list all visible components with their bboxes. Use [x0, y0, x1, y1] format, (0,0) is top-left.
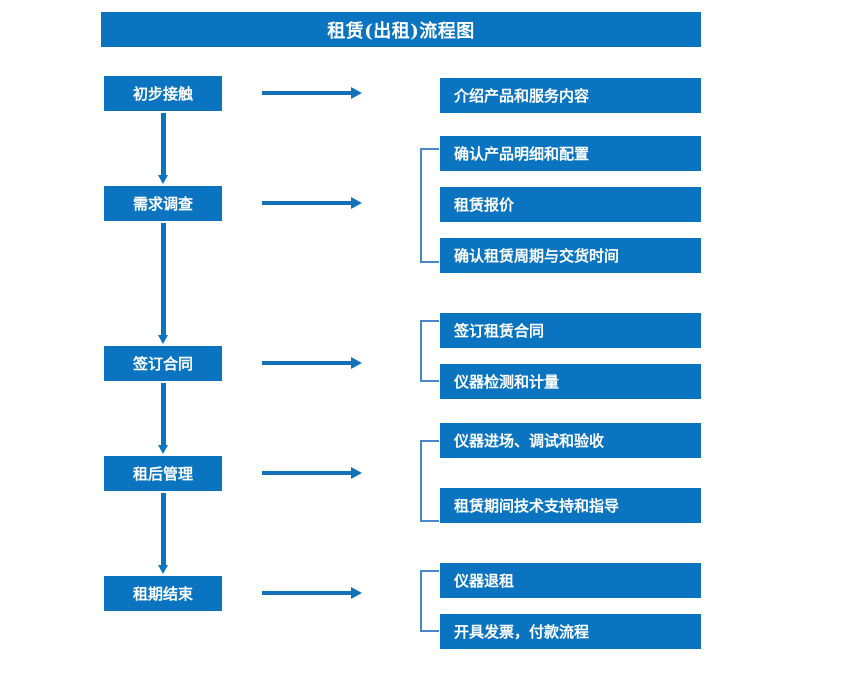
- stage-box-1[interactable]: 初步接触: [104, 76, 222, 111]
- detail-label-1: 介绍产品和服务内容: [454, 87, 590, 105]
- detail-label-3: 租赁报价: [454, 196, 515, 214]
- detail-label-8: 租赁期间技术支持和指导: [454, 497, 620, 515]
- detail-box-2[interactable]: 确认产品明细和配置: [440, 136, 701, 171]
- detail-box-5[interactable]: 签订租赁合同: [440, 313, 701, 348]
- flow-arrow-right-2: [262, 197, 362, 209]
- flow-arrow-down-3: [158, 383, 168, 454]
- chart-title-banner: 租赁(出租)流程图: [101, 12, 701, 47]
- flow-arrow-down-1: [158, 113, 168, 184]
- group-bracket-5: [420, 570, 439, 632]
- arrow-head-icon: [351, 587, 362, 599]
- detail-box-8[interactable]: 租赁期间技术支持和指导: [440, 488, 701, 523]
- flow-arrow-down-4: [158, 493, 168, 574]
- flow-arrow-down-2: [158, 223, 168, 344]
- arrow-head-icon: [158, 175, 168, 184]
- detail-box-7[interactable]: 仪器进场、调试和验收: [440, 423, 701, 458]
- arrow-shaft: [262, 201, 352, 205]
- detail-box-6[interactable]: 仪器检测和计量: [440, 364, 701, 399]
- arrow-shaft: [262, 591, 352, 595]
- arrow-head-icon: [351, 467, 362, 479]
- detail-box-3[interactable]: 租赁报价: [440, 187, 701, 222]
- arrow-head-icon: [158, 445, 168, 454]
- flow-arrow-right-1: [262, 87, 362, 99]
- arrow-shaft: [161, 113, 166, 175]
- stage-label-1: 初步接触: [132, 85, 193, 103]
- arrow-head-icon: [158, 335, 168, 344]
- arrow-head-icon: [351, 357, 362, 369]
- stage-label-4: 租后管理: [132, 465, 193, 483]
- detail-box-4[interactable]: 确认租赁周期与交货时间: [440, 238, 701, 273]
- flow-arrow-right-4: [262, 467, 362, 479]
- detail-label-7: 仪器进场、调试和验收: [454, 432, 605, 450]
- stage-label-3: 签订合同: [132, 355, 193, 373]
- detail-label-2: 确认产品明细和配置: [454, 145, 590, 163]
- stage-box-3[interactable]: 签订合同: [104, 346, 222, 381]
- stage-box-5[interactable]: 租期结束: [104, 576, 222, 611]
- detail-label-6: 仪器检测和计量: [454, 373, 560, 391]
- group-bracket-3: [420, 320, 439, 382]
- arrow-shaft: [161, 223, 166, 335]
- detail-box-9[interactable]: 仪器退租: [440, 563, 701, 598]
- page-title: 租赁(出租)流程图: [327, 20, 475, 42]
- stage-box-2[interactable]: 需求调查: [104, 186, 222, 221]
- flow-arrow-right-3: [262, 357, 362, 369]
- detail-box-1[interactable]: 介绍产品和服务内容: [440, 78, 701, 113]
- stage-box-4[interactable]: 租后管理: [104, 456, 222, 491]
- detail-label-10: 开具发票，付款流程: [454, 623, 590, 641]
- arrow-head-icon: [158, 565, 168, 574]
- group-bracket-2: [420, 148, 439, 263]
- detail-label-9: 仪器退租: [454, 572, 515, 590]
- detail-label-4: 确认租赁周期与交货时间: [454, 247, 620, 265]
- arrow-shaft: [262, 471, 352, 475]
- arrow-shaft: [161, 493, 166, 565]
- detail-box-10[interactable]: 开具发票，付款流程: [440, 614, 701, 649]
- arrow-shaft: [262, 91, 352, 95]
- group-bracket-4: [420, 440, 439, 522]
- arrow-shaft: [262, 361, 352, 365]
- arrow-shaft: [161, 383, 166, 445]
- arrow-head-icon: [351, 87, 362, 99]
- detail-label-5: 签订租赁合同: [454, 322, 545, 340]
- stage-label-5: 租期结束: [132, 585, 193, 603]
- arrow-head-icon: [351, 197, 362, 209]
- flow-arrow-right-5: [262, 587, 362, 599]
- stage-label-2: 需求调查: [132, 195, 193, 213]
